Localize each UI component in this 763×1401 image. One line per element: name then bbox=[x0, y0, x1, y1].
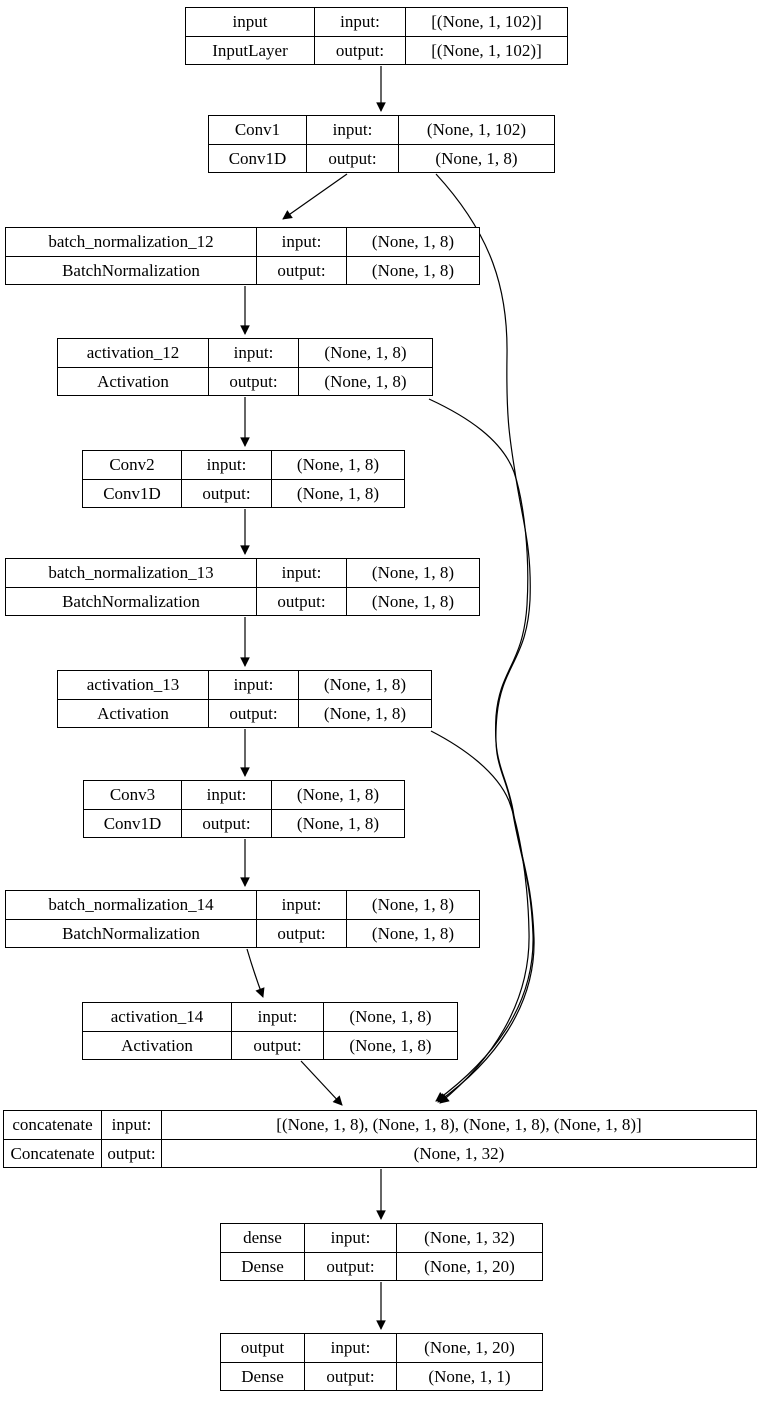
node-output: output input: (None, 1, 20) Dense output… bbox=[220, 1333, 543, 1391]
input-shape: (None, 1, 8) bbox=[271, 781, 404, 809]
output-shape: (None, 1, 8) bbox=[398, 144, 554, 172]
output-label: output: bbox=[181, 479, 271, 507]
layer-type: Activation bbox=[121, 1035, 193, 1055]
output-label: output: bbox=[231, 1031, 323, 1059]
layer-name: batch_normalization_13 bbox=[48, 563, 214, 583]
output-shape: (None, 1, 8) bbox=[346, 919, 479, 947]
input-label: input: bbox=[256, 559, 346, 587]
output-label: output: bbox=[208, 699, 298, 727]
input-label: input: bbox=[304, 1224, 396, 1252]
output-shape: (None, 1, 8) bbox=[298, 699, 431, 727]
input-label: input: bbox=[231, 1003, 323, 1031]
layer-name: output bbox=[240, 1338, 285, 1358]
input-label: input: bbox=[304, 1334, 396, 1362]
input-shape: (None, 1, 20) bbox=[396, 1334, 542, 1362]
output-label: output: bbox=[256, 256, 346, 284]
layer-type: BatchNormalization bbox=[62, 260, 200, 280]
input-label: input: bbox=[181, 781, 271, 809]
layer-name: activation_12 bbox=[86, 343, 180, 363]
output-label: output: bbox=[304, 1252, 396, 1280]
output-label: output: bbox=[306, 144, 398, 172]
output-label: output: bbox=[256, 919, 346, 947]
input-shape: (None, 1, 8) bbox=[298, 671, 431, 699]
layer-type: Concatenate bbox=[10, 1143, 95, 1163]
layer-name: dense bbox=[243, 1228, 282, 1248]
layer-type: Activation bbox=[97, 371, 169, 391]
layer-name: concatenate bbox=[12, 1115, 93, 1135]
layer-type: BatchNormalization bbox=[62, 591, 200, 611]
output-shape: (None, 1, 8) bbox=[298, 367, 432, 395]
layer-name: input bbox=[232, 12, 268, 32]
edge-activation13-concatenate bbox=[430, 730, 530, 1104]
layer-type: Dense bbox=[241, 1256, 284, 1276]
input-label: input: bbox=[181, 451, 271, 479]
input-label: input: bbox=[208, 339, 298, 367]
input-label: input: bbox=[256, 891, 346, 919]
layer-type: Conv1D bbox=[103, 813, 162, 833]
input-shape: [(None, 1, 102)] bbox=[405, 8, 567, 36]
edge-conv1-batchnorm12 bbox=[282, 173, 348, 220]
input-shape: (None, 1, 8) bbox=[323, 1003, 457, 1031]
output-shape: (None, 1, 8) bbox=[271, 479, 404, 507]
input-shape: (None, 1, 8) bbox=[346, 891, 479, 919]
node-activation-13: activation_13 input: (None, 1, 8) Activa… bbox=[57, 670, 432, 728]
layer-type: Activation bbox=[97, 703, 169, 723]
output-shape: (None, 1, 8) bbox=[271, 809, 404, 837]
output-label: output: bbox=[256, 587, 346, 615]
layer-type: BatchNormalization bbox=[62, 923, 200, 943]
output-shape: (None, 1, 32) bbox=[161, 1139, 756, 1167]
output-shape: (None, 1, 1) bbox=[396, 1362, 542, 1390]
layer-name: batch_normalization_14 bbox=[48, 895, 214, 915]
edge-conv1-concatenate bbox=[435, 173, 534, 1102]
layer-type: Conv1D bbox=[228, 148, 287, 168]
node-conv1: Conv1 input: (None, 1, 102) Conv1D outpu… bbox=[208, 115, 555, 173]
input-shape: (None, 1, 102) bbox=[398, 116, 554, 144]
input-shape: (None, 1, 8) bbox=[271, 451, 404, 479]
output-label: output: bbox=[304, 1362, 396, 1390]
input-label: input: bbox=[101, 1111, 161, 1139]
output-label: output: bbox=[181, 809, 271, 837]
output-label: output: bbox=[208, 367, 298, 395]
input-shape: (None, 1, 8) bbox=[298, 339, 432, 367]
edge-batchnorm14-activation14 bbox=[246, 948, 265, 998]
output-shape: (None, 1, 20) bbox=[396, 1252, 542, 1280]
output-label: output: bbox=[314, 36, 405, 64]
edge-activation14-concatenate bbox=[300, 1060, 343, 1106]
node-batch-normalization-14: batch_normalization_14 input: (None, 1, … bbox=[5, 890, 480, 948]
input-shape: (None, 1, 32) bbox=[396, 1224, 542, 1252]
node-batch-normalization-13: batch_normalization_13 input: (None, 1, … bbox=[5, 558, 480, 616]
layer-name: activation_14 bbox=[110, 1007, 204, 1027]
input-shape: [(None, 1, 8), (None, 1, 8), (None, 1, 8… bbox=[161, 1111, 756, 1139]
edge-activation12-concatenate bbox=[428, 398, 535, 1103]
input-label: input: bbox=[314, 8, 405, 36]
node-batch-normalization-12: batch_normalization_12 input: (None, 1, … bbox=[5, 227, 480, 285]
layer-name: activation_13 bbox=[86, 675, 180, 695]
input-shape: (None, 1, 8) bbox=[346, 559, 479, 587]
node-input: input input: [(None, 1, 102)] InputLayer… bbox=[185, 7, 568, 65]
layer-name: Conv2 bbox=[109, 455, 155, 475]
layer-type: Dense bbox=[241, 1366, 284, 1386]
layer-name: Conv1 bbox=[234, 120, 281, 140]
node-activation-14: activation_14 input: (None, 1, 8) Activa… bbox=[82, 1002, 458, 1060]
layer-type: InputLayer bbox=[212, 40, 288, 60]
input-shape: (None, 1, 8) bbox=[346, 228, 479, 256]
output-shape: (None, 1, 8) bbox=[346, 256, 479, 284]
node-conv2: Conv2 input: (None, 1, 8) Conv1D output:… bbox=[82, 450, 405, 508]
layer-type: Conv1D bbox=[103, 483, 161, 503]
input-label: input: bbox=[306, 116, 398, 144]
output-shape: [(None, 1, 102)] bbox=[405, 36, 567, 64]
node-dense: dense input: (None, 1, 32) Dense output:… bbox=[220, 1223, 543, 1281]
output-label: output: bbox=[101, 1139, 161, 1167]
node-conv3: Conv3 input: (None, 1, 8) Conv1D output:… bbox=[83, 780, 405, 838]
node-activation-12: activation_12 input: (None, 1, 8) Activa… bbox=[57, 338, 433, 396]
layer-name: Conv3 bbox=[109, 785, 156, 805]
input-label: input: bbox=[256, 228, 346, 256]
output-shape: (None, 1, 8) bbox=[323, 1031, 457, 1059]
node-concatenate: concatenate input: [(None, 1, 8), (None,… bbox=[3, 1110, 757, 1168]
layer-name: batch_normalization_12 bbox=[48, 232, 214, 252]
output-shape: (None, 1, 8) bbox=[346, 587, 479, 615]
input-label: input: bbox=[208, 671, 298, 699]
